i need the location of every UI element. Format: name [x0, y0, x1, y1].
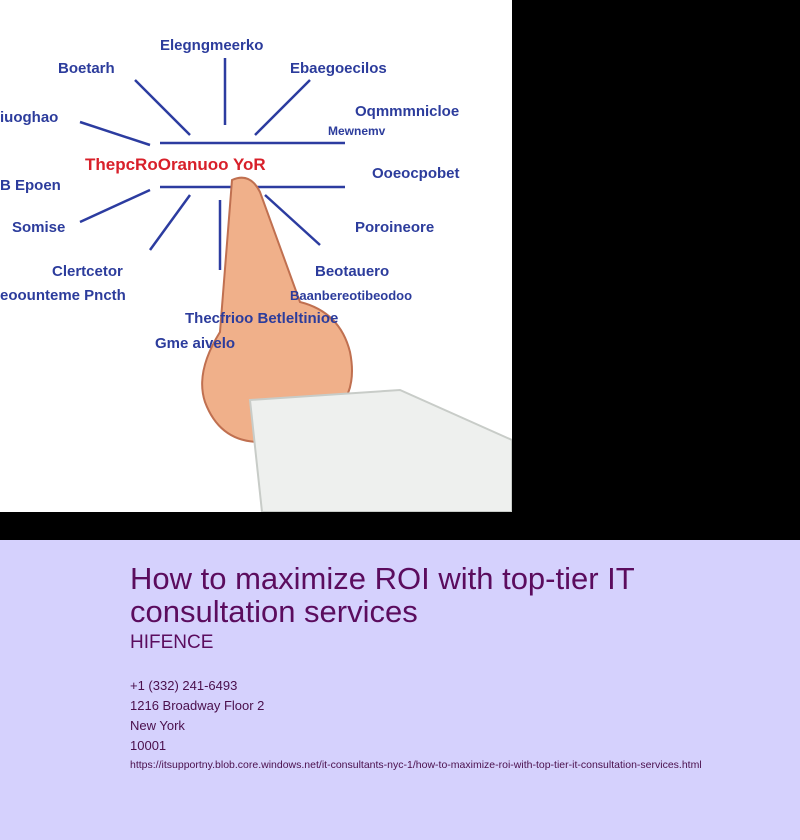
- diagram-label: Boetarh: [58, 60, 115, 77]
- hand-pointing-diagram-illustration: Elegngmeerko Boetarh Ebaegoecilos Oqmmmn…: [0, 37, 512, 512]
- diagram-center-label: ThepcRoOranuoo YoR: [85, 155, 266, 174]
- phone-number: +1 (332) 241-6493: [130, 678, 238, 693]
- zip-code: 10001: [130, 738, 167, 753]
- diagram-label: Clertcetor: [52, 263, 123, 280]
- diagram-label: Elegngmeerko: [160, 37, 263, 54]
- diagram-label: B Epoen: [0, 177, 61, 194]
- diagram-label: Poroineore: [355, 219, 434, 236]
- city: New York: [130, 718, 185, 733]
- street-address: 1216 Broadway Floor 2: [130, 698, 265, 713]
- hand-icon: [201, 176, 512, 512]
- diagram-label: Somise: [12, 219, 65, 236]
- diagram-label: Gme aivelo: [155, 335, 235, 352]
- diagram-label: Ooeocpobet: [372, 165, 460, 182]
- diagram-label: Thecfrioo Betleltinioe: [185, 310, 338, 327]
- article-info-panel: How to maximize ROI with top-tier IT con…: [0, 540, 800, 840]
- diagram-label: Mewnemv: [328, 124, 386, 138]
- diagram-label: Oqmmmnicloe: [355, 103, 459, 120]
- diagram-label: iuoghao: [0, 109, 58, 126]
- diagram-label: Beotauero: [315, 263, 389, 280]
- diagram-label: eoounteme Pncth: [0, 287, 126, 304]
- company-name: HIFENCE: [130, 632, 214, 653]
- page-title: How to maximize ROI with top-tier IT con…: [130, 561, 635, 629]
- article-link[interactable]: https://itsupportny.blob.core.windows.ne…: [130, 759, 702, 771]
- diagram-connector-lines: [79, 58, 345, 270]
- hero-image: Elegngmeerko Boetarh Ebaegoecilos Oqmmmn…: [0, 0, 512, 512]
- diagram-label: Baanbereotibeodoo: [290, 288, 412, 303]
- diagram-label: Ebaegoecilos: [290, 60, 387, 77]
